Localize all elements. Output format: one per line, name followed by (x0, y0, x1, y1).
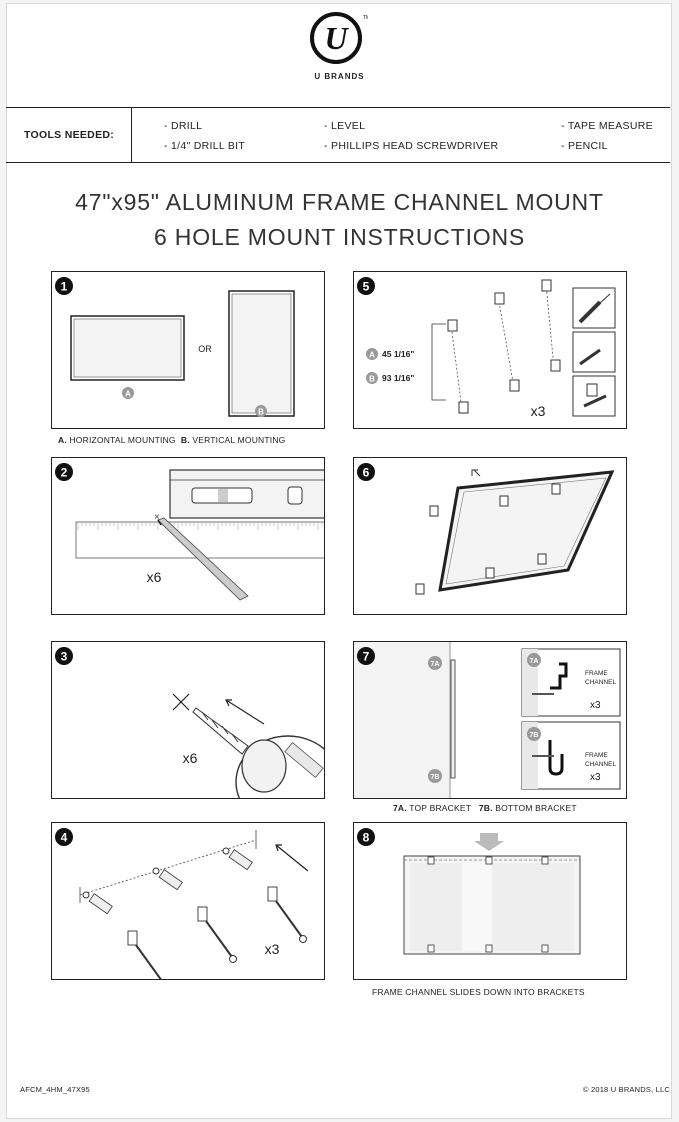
svg-text:5: 5 (363, 280, 370, 294)
svg-text:CHANNEL: CHANNEL (585, 679, 616, 686)
step-4-illustration: 4 x3 (55, 828, 309, 979)
tools-needed-label: TOOLS NEEDED: (24, 129, 115, 141)
svg-text:B: B (369, 375, 375, 384)
step-3-panel: 3 x6 (51, 641, 325, 799)
copyright: © 2018 U BRANDS, LLC (582, 1085, 670, 1094)
svg-text:6: 6 (363, 466, 370, 480)
step-8-illustration: 8 (357, 828, 581, 955)
wall-anchor-set (82, 891, 162, 979)
u-brands-logo: U TM (310, 12, 368, 64)
svg-text:x3: x3 (590, 772, 601, 783)
svg-text:x3: x3 (265, 941, 280, 957)
wall-anchor-set (222, 847, 307, 943)
svg-text:7: 7 (363, 650, 370, 664)
step-5-illustration: 5 A 45 1/16" B 93 1/16" x3 (357, 277, 616, 419)
step-1-illustration: 1 OR A B (55, 277, 295, 417)
svg-text:U: U (324, 20, 349, 56)
svg-text:8: 8 (363, 831, 370, 845)
tool-item: - TAPE MEASURE (561, 120, 653, 132)
svg-text:B: B (258, 408, 264, 417)
step-8-caption: FRAME CHANNEL SLIDES DOWN INTO BRACKETS (372, 987, 585, 997)
tool-item: - PHILLIPS HEAD SCREWDRIVER (324, 140, 499, 152)
document-code: AFCM_4HM_47X95 (20, 1085, 90, 1094)
svg-text:A: A (125, 390, 131, 399)
wall-anchor-set (152, 867, 237, 963)
svg-text:x3: x3 (590, 700, 601, 711)
svg-text:3: 3 (61, 650, 68, 664)
step-6-panel: 6 (353, 457, 627, 615)
svg-text:FRAME: FRAME (585, 670, 608, 677)
svg-text:CHANNEL: CHANNEL (585, 761, 616, 768)
tool-item: - LEVEL (324, 120, 366, 132)
step-3-illustration: 3 x6 (55, 647, 324, 798)
svg-text:2: 2 (61, 466, 68, 480)
step-6-illustration: 6 (357, 463, 615, 595)
svg-text:45 1/16": 45 1/16" (382, 349, 414, 359)
tool-item: - 1/4" DRILL BIT (164, 140, 246, 152)
step-8-panel: 8 (353, 822, 627, 980)
svg-text:7B: 7B (431, 774, 440, 781)
svg-text:FRAME: FRAME (585, 752, 608, 759)
step-2-panel: × x6 2 (51, 457, 325, 615)
svg-text:7B: 7B (530, 732, 539, 739)
page-title-line1: 47"x95" ALUMINUM FRAME CHANNEL MOUNT (75, 189, 604, 215)
svg-text:x6: x6 (183, 750, 198, 766)
step-2-illustration: × x6 2 (55, 463, 324, 601)
step-7-panel: 7 7A 7B 7A 7B FRAME CHANNEL x3 FRAME CHA… (353, 641, 627, 799)
tool-item: - DRILL (164, 120, 203, 132)
step-7-illustration: 7 7A 7B 7A 7B FRAME CHANNEL x3 FRAME CHA… (354, 642, 621, 798)
svg-text:4: 4 (61, 831, 68, 845)
svg-text:7A: 7A (431, 661, 440, 668)
svg-text:x6: x6 (147, 569, 162, 585)
step-4-panel: 4 x3 (51, 822, 325, 980)
svg-text:93 1/16": 93 1/16" (382, 373, 414, 383)
svg-text:A: A (369, 351, 375, 360)
tool-item: - PENCIL (561, 140, 608, 152)
svg-text:TM: TM (363, 15, 368, 21)
brand-name: U BRANDS (314, 72, 365, 81)
svg-text:7A: 7A (530, 658, 539, 665)
svg-text:OR: OR (198, 344, 212, 354)
tools-divider (131, 108, 132, 162)
page-title-line2: 6 HOLE MOUNT INSTRUCTIONS (154, 224, 525, 250)
step-5-panel: 5 A 45 1/16" B 93 1/16" x3 (353, 271, 627, 429)
svg-text:×: × (154, 512, 160, 523)
svg-text:x3: x3 (531, 403, 546, 419)
tools-needed-bar: TOOLS NEEDED: - DRILL - 1/4" DRILL BIT -… (6, 107, 670, 163)
step-1-caption: A. HORIZONTAL MOUNTING B. VERTICAL MOUNT… (58, 435, 286, 445)
step-1-panel: 1 OR A B (51, 271, 325, 429)
svg-text:1: 1 (61, 280, 68, 294)
step-7-caption: 7A. TOP BRACKET 7B. BOTTOM BRACKET (393, 803, 577, 813)
